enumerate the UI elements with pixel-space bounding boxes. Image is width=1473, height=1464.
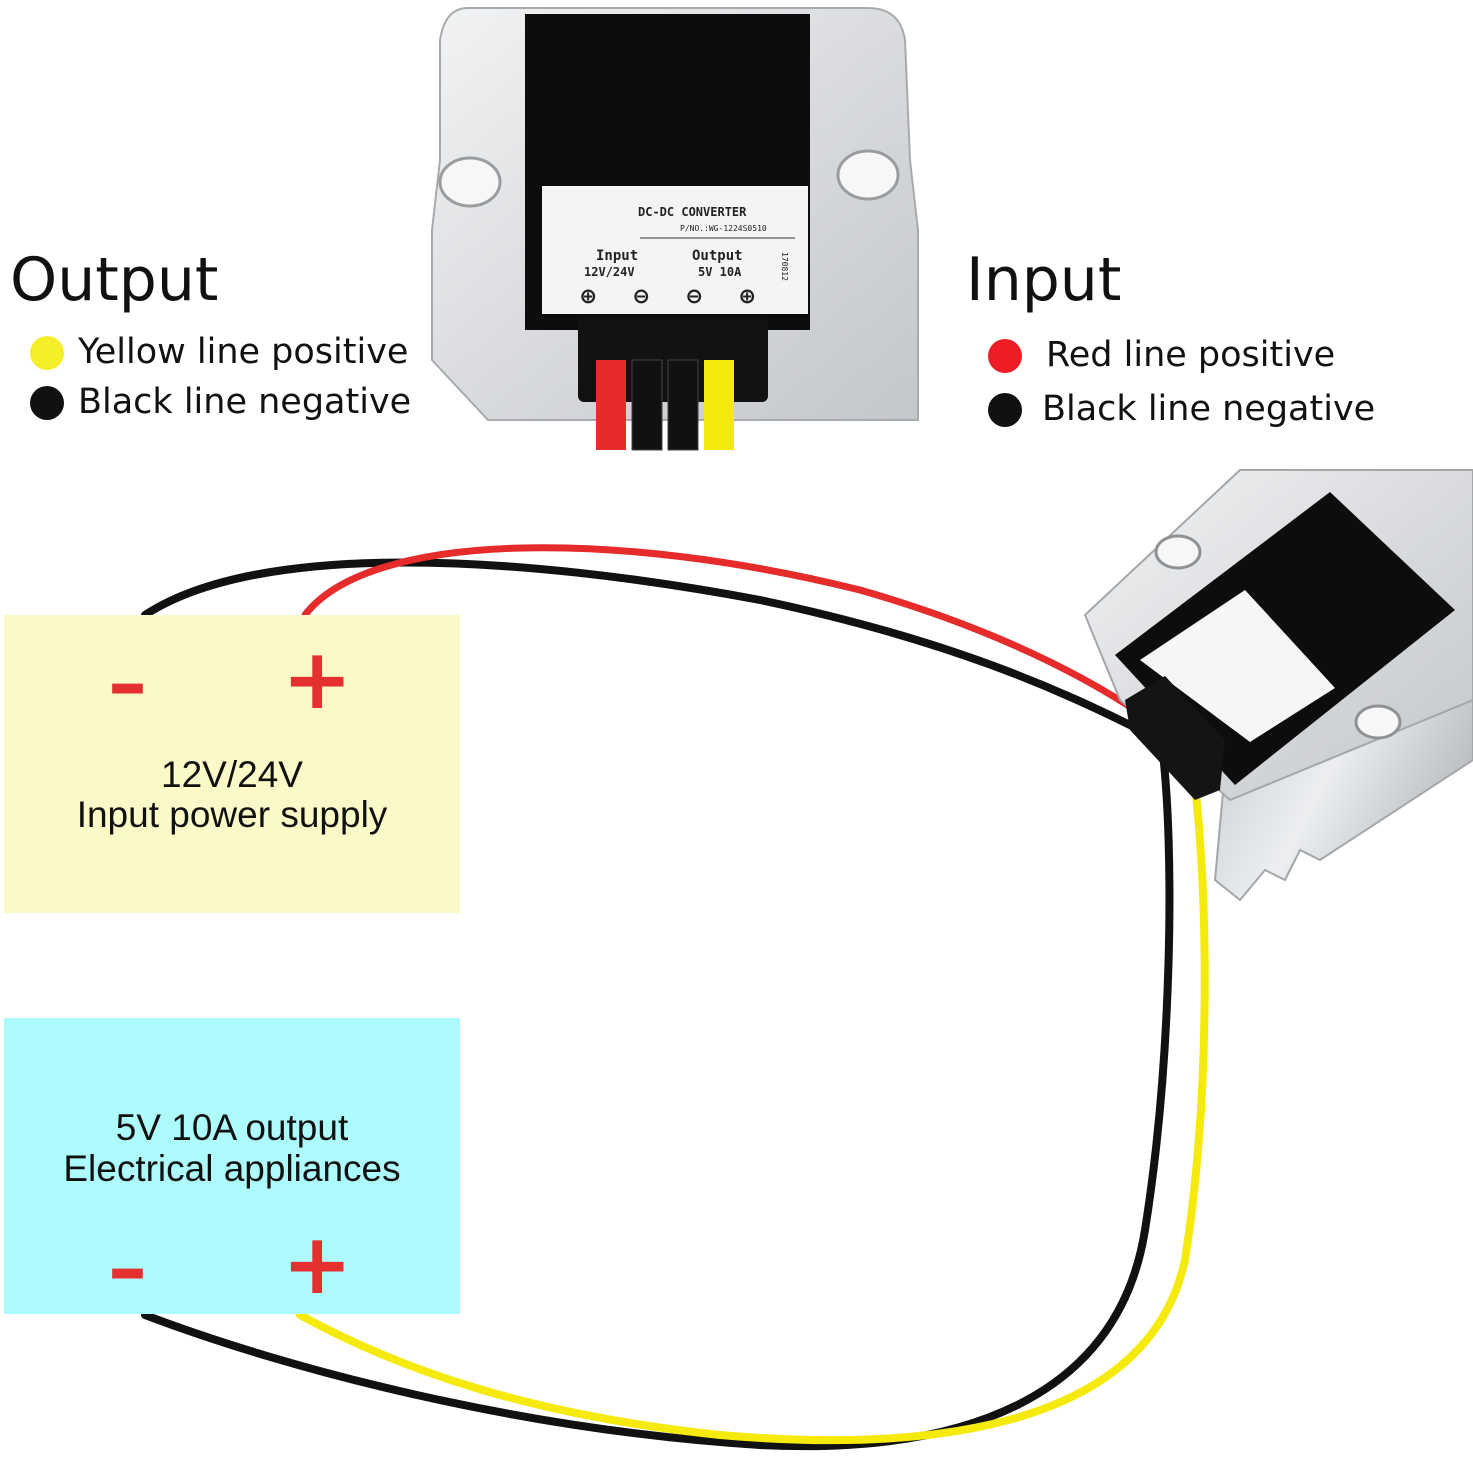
converter-label-output-title: Output [692,248,743,264]
output-heading: Output [10,245,219,315]
converter-label-input-value: 12V/24V [584,265,635,279]
input-positive-legend: Red line positive [988,338,1335,373]
mounting-hole-left [438,156,502,208]
angled-mounting-hole-top [1154,534,1202,570]
output-load-box: 5V 10A output Electrical appliances – + [4,1018,460,1314]
output-positive-wire [296,756,1209,1445]
angled-mounting-hole-bottom [1354,704,1402,740]
output-negative-label: Black line negative [78,382,412,422]
black-dot-icon [30,385,64,420]
input-positive-label: Red line positive [1046,335,1336,375]
input-positive-wire [301,544,1142,716]
terminal-mark-2: ⊖ [634,282,649,310]
input-power-supply-box: – + 12V/24V Input power supply [4,615,460,913]
output-negative-legend: Black line negative [30,385,411,420]
terminal-mark-1: ⊕ [581,282,596,310]
red-dot-icon [988,338,1022,373]
converter-label-lot-code: 170812 [780,252,789,281]
output-negative-wire [141,741,1174,1451]
converter-label-input-title: Input [596,248,638,264]
converter-label-part-no: P/NO.:WG-1224S0510 [680,224,767,233]
input-supply-text: Input power supply [76,794,388,835]
angled-wire-connector [1125,676,1225,800]
stub-red [596,360,626,450]
output-positive-legend: Yellow line positive [30,335,408,370]
converter-angled-label [1140,590,1335,742]
output-rating-text: 5V 10A output [115,1107,349,1148]
terminal-mark-3: ⊖ [687,282,702,310]
input-negative-legend: Black line negative [988,392,1375,427]
input-minus-sign: – [108,639,147,729]
output-positive-label: Yellow line positive [78,332,409,372]
input-plus-sign: + [282,630,353,728]
input-heading: Input [966,245,1122,315]
input-voltage-text: 12V/24V [161,754,303,795]
heat-sink [1213,698,1473,902]
stub-yellow [704,360,734,450]
terminal-mark-4: ⊕ [740,282,755,310]
converter-label [542,186,808,314]
yellow-dot-icon [30,335,64,370]
input-negative-wire [141,558,1144,734]
mounting-hole-right [836,149,900,201]
converter-label-output-value: 5V 10A [698,265,742,279]
converter-label-title: DC-DC CONVERTER [638,205,747,219]
stub-black-2 [667,359,699,451]
output-appliances-text: Electrical appliances [63,1148,401,1189]
input-negative-label: Black line negative [1042,389,1376,429]
black-dot-icon [988,392,1022,427]
output-plus-sign: + [282,1215,353,1313]
output-minus-sign: – [108,1224,147,1314]
stub-black-1 [631,359,663,451]
